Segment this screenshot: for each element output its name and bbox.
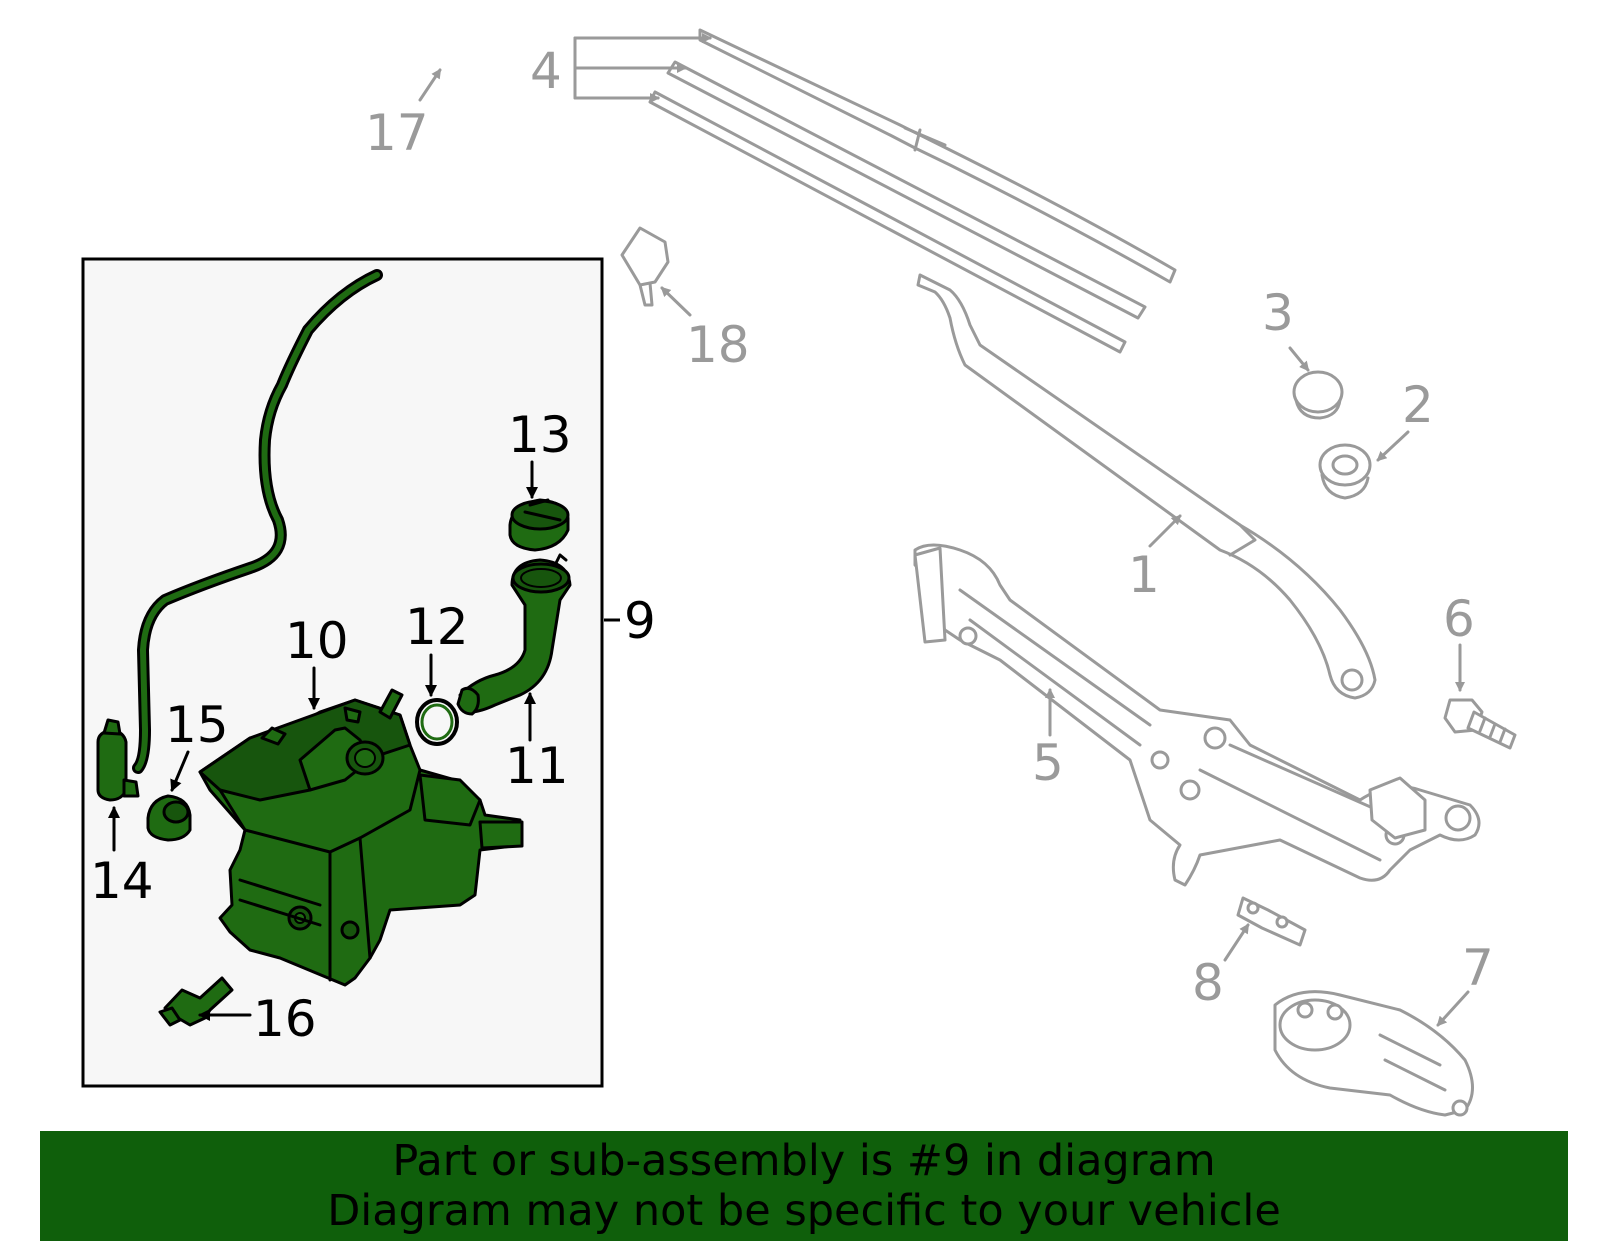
nut-part-2 (1318, 430, 1410, 500)
callout-16: 16 (253, 990, 317, 1048)
callout-6: 6 (1443, 590, 1475, 648)
callout-15: 15 (165, 696, 229, 754)
washer-nozzle-part-18 (620, 226, 692, 317)
washer-hose-part-17 (188, 24, 490, 224)
level-sensor-part-16 (158, 976, 252, 1027)
callout-17: 17 (365, 104, 429, 162)
filler-cap-part-13 (508, 460, 570, 552)
wiper-linkage-part-5 (913, 543, 1481, 887)
reservoir-tank-part-10 (198, 666, 524, 987)
callout-5: 5 (1032, 734, 1064, 792)
callout-13: 13 (508, 406, 572, 464)
callout-12: 12 (405, 598, 469, 656)
info-banner: Part or sub-assembly is #9 in diagram Di… (40, 1131, 1568, 1241)
grommet-part-15 (146, 750, 192, 842)
filler-neck-part-11 (456, 553, 572, 742)
bolt-part-6 (1443, 643, 1517, 750)
callout-18: 18 (686, 316, 750, 374)
o-ring-part-12 (415, 653, 459, 746)
washer-pump-part-14 (96, 718, 140, 852)
callout-4: 4 (530, 42, 562, 100)
wiper-arm-part-1 (916, 273, 1377, 700)
reservoir-hose (132, 269, 383, 774)
callout-3: 3 (1262, 284, 1294, 342)
callout-11: 11 (505, 737, 569, 795)
callout-1: 1 (1128, 546, 1160, 604)
wiper-motor-part-7 (1273, 990, 1474, 1117)
callout-2: 2 (1402, 376, 1434, 434)
callout-7: 7 (1462, 939, 1494, 997)
banner-line-2: Diagram may not be specific to your vehi… (327, 1186, 1281, 1236)
wiper-blades-part-4 (573, 28, 1177, 354)
callout-9: 9 (624, 592, 656, 650)
callout-8: 8 (1192, 954, 1224, 1012)
callout-10: 10 (285, 612, 349, 670)
cap-part-3 (1288, 346, 1344, 420)
banner-line-1: Part or sub-assembly is #9 in diagram (392, 1136, 1216, 1186)
callout-14: 14 (90, 852, 154, 910)
bracket-part-8 (1223, 896, 1307, 962)
